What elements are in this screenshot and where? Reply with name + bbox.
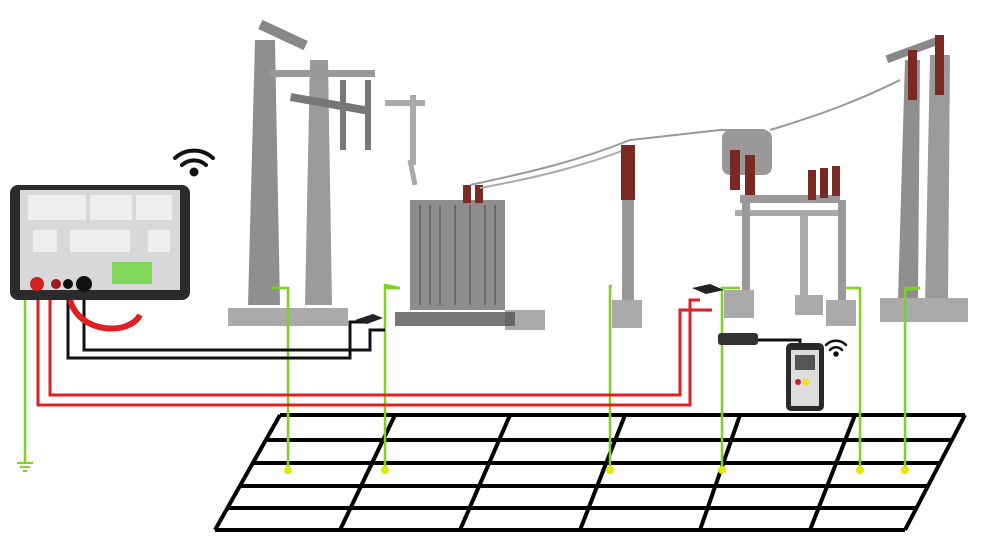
wifi-icon [173,148,215,177]
wifi-icon [824,339,848,357]
device-display [112,262,152,284]
surge-arrester-column [612,145,642,328]
switchgear-gantry [722,130,856,326]
overhead-conductors [469,129,765,186]
ground-grid [213,413,967,532]
ground-grid-tester[interactable] [10,185,190,332]
right-pole-structure [880,34,968,322]
ground-symbol-icon [17,462,33,472]
clamp-meters [355,284,758,345]
power-transformer [395,185,545,330]
left-gantry-structure [228,19,425,326]
current-leads [36,290,712,407]
grid-connection-points [284,466,909,474]
ground-conductors [23,268,921,470]
handheld-meter[interactable] [786,343,824,411]
